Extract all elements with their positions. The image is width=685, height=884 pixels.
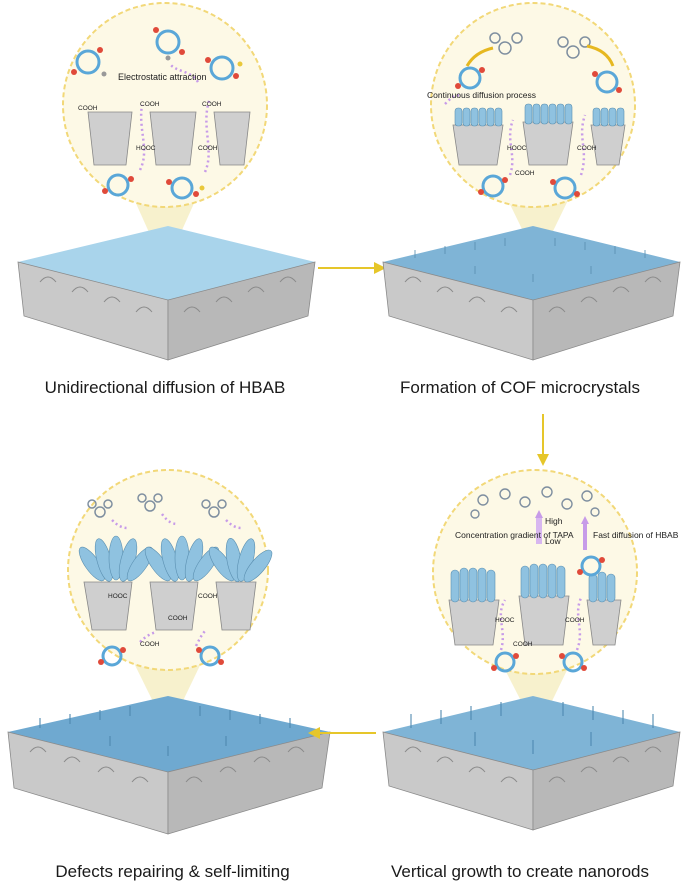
hbab-molecules xyxy=(71,27,243,200)
panel-4-illustration: Concentration gradient of TAPA High Low … xyxy=(382,469,681,831)
tapa-molecules xyxy=(87,493,227,518)
membrane-slab xyxy=(382,226,681,361)
nanorods xyxy=(450,563,616,603)
diffusion-paths xyxy=(499,597,583,651)
panel-cof-microcrystals: Continuous diffusion process HOOC COOH C… xyxy=(355,0,685,400)
label-cooh: COOH xyxy=(140,101,160,108)
panel-3-illustration: HOOC COOH COOH COOH xyxy=(7,469,331,835)
membrane-slab xyxy=(7,696,331,835)
label-cooh: COOH xyxy=(577,145,597,152)
label-hooc: HOOC xyxy=(108,593,128,600)
label-high: High xyxy=(545,516,563,526)
zoom-cone xyxy=(130,655,205,732)
tapa-molecules xyxy=(489,32,591,59)
label-cooh: COOH xyxy=(513,641,533,648)
panel-unidirectional-diffusion: Electrostatic attraction COOH COOH COOH … xyxy=(0,0,330,400)
label-cooh: COOH xyxy=(198,145,218,152)
zoom-cone xyxy=(503,190,573,262)
panel-vertical-growth: Concentration gradient of TAPA High Low … xyxy=(355,469,685,884)
gradient-bar xyxy=(535,510,543,544)
hbab-molecules xyxy=(455,66,622,200)
label-hooc: HOOC xyxy=(136,145,156,152)
arrow-right xyxy=(318,262,386,274)
label-cooh: COOH xyxy=(202,101,222,108)
label-cooh: COOH xyxy=(515,170,535,177)
fast-diffusion-arrow xyxy=(581,516,589,550)
label-concentration-gradient: Concentration gradient of TAPA xyxy=(455,530,574,540)
panel-defects-repairing: HOOC COOH COOH COOH Defects repairing & … xyxy=(0,469,345,884)
arrow-left xyxy=(308,727,376,739)
caption-panel-1: Unidirectional diffusion of HBAB xyxy=(44,378,286,397)
label-cooh: COOH xyxy=(78,105,98,112)
label-cooh: COOH xyxy=(168,615,188,622)
cof-microcrystals xyxy=(454,103,625,127)
curved-arrows xyxy=(465,44,615,67)
diffusion-paths xyxy=(444,94,587,176)
label-cooh: COOH xyxy=(565,617,585,624)
label-cooh: COOH xyxy=(140,641,160,648)
membrane-pillars xyxy=(452,121,626,166)
arrow-down xyxy=(537,414,549,466)
membrane-slab xyxy=(17,226,316,361)
membrane-pillars xyxy=(87,111,251,166)
label-electrostatic-attraction: Electrostatic attraction xyxy=(118,72,207,82)
diffusion-paths xyxy=(138,63,212,173)
caption-panel-4: Vertical growth to create nanorods xyxy=(391,862,649,881)
label-low: Low xyxy=(545,536,561,546)
label-fast-diffusion: Fast diffusion of HBAB xyxy=(593,530,679,540)
hbab-molecules xyxy=(98,645,224,667)
tapa-molecules xyxy=(470,486,600,519)
hbab-molecules xyxy=(491,555,605,673)
panel-2-illustration: Continuous diffusion process HOOC COOH C… xyxy=(382,2,681,361)
caption-panel-2: Formation of COF microcrystals xyxy=(400,378,640,397)
nanorod-canopy xyxy=(78,535,273,583)
label-hooc: HOOC xyxy=(495,617,515,624)
label-hooc: HOOC xyxy=(507,145,527,152)
caption-panel-3: Defects repairing & self-limiting xyxy=(55,862,290,881)
membrane-slab xyxy=(382,696,681,831)
label-cooh: COOH xyxy=(198,593,218,600)
label-continuous-diffusion: Continuous diffusion process xyxy=(427,90,536,100)
membrane-pillars xyxy=(83,581,257,631)
diffusion-paths xyxy=(111,513,243,647)
membrane-pillars xyxy=(448,595,622,646)
panel-1-illustration: Electrostatic attraction COOH COOH COOH … xyxy=(17,2,316,361)
